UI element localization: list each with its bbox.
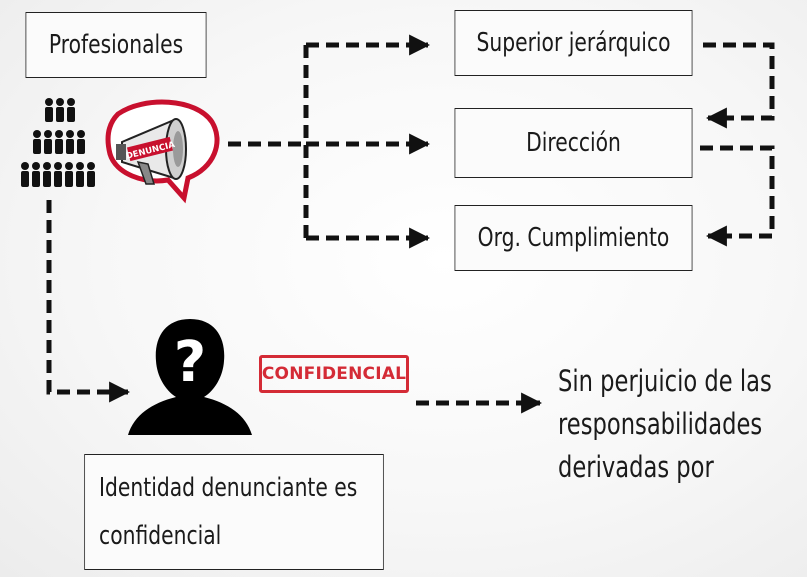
node-superior-label: Superior jerárquico	[476, 28, 671, 58]
node-identidad-line2: confidencial	[99, 521, 222, 551]
note-text: Sin perjuicio de las responsabilidades d…	[558, 360, 772, 489]
node-cumplimiento: Org. Cumplimiento	[454, 205, 693, 271]
node-identidad-line1: Identidad denunciante es	[99, 473, 358, 503]
node-cumplimiento-label: Org. Cumplimiento	[477, 223, 670, 253]
megaphone-icon: DENUNCIA	[105, 99, 220, 204]
node-direccion: Dirección	[454, 108, 693, 178]
confidential-stamp: CONFIDENCIAL	[259, 355, 409, 393]
note-line-2: responsabilidades	[558, 407, 763, 441]
node-profesionales: Profesionales	[25, 12, 207, 78]
anonymous-person-icon: ?	[128, 319, 252, 435]
node-superior: Superior jerárquico	[454, 10, 693, 76]
node-profesionales-label: Profesionales	[48, 30, 184, 60]
connector-direccion-cumplimiento	[700, 145, 775, 247]
connector-superior-direccion	[703, 42, 775, 129]
note-line-1: Sin perjuicio de las	[558, 364, 772, 398]
svg-text:?: ?	[174, 330, 206, 395]
stamp-label: CONFIDENCIAL	[261, 364, 407, 384]
people-group-icon	[21, 98, 95, 187]
note-line-3: derivadas por	[558, 450, 714, 484]
node-identidad: Identidad denunciante es confidencial	[84, 454, 384, 570]
node-direccion-label: Dirección	[526, 128, 621, 158]
connector-people-identity	[46, 200, 131, 403]
